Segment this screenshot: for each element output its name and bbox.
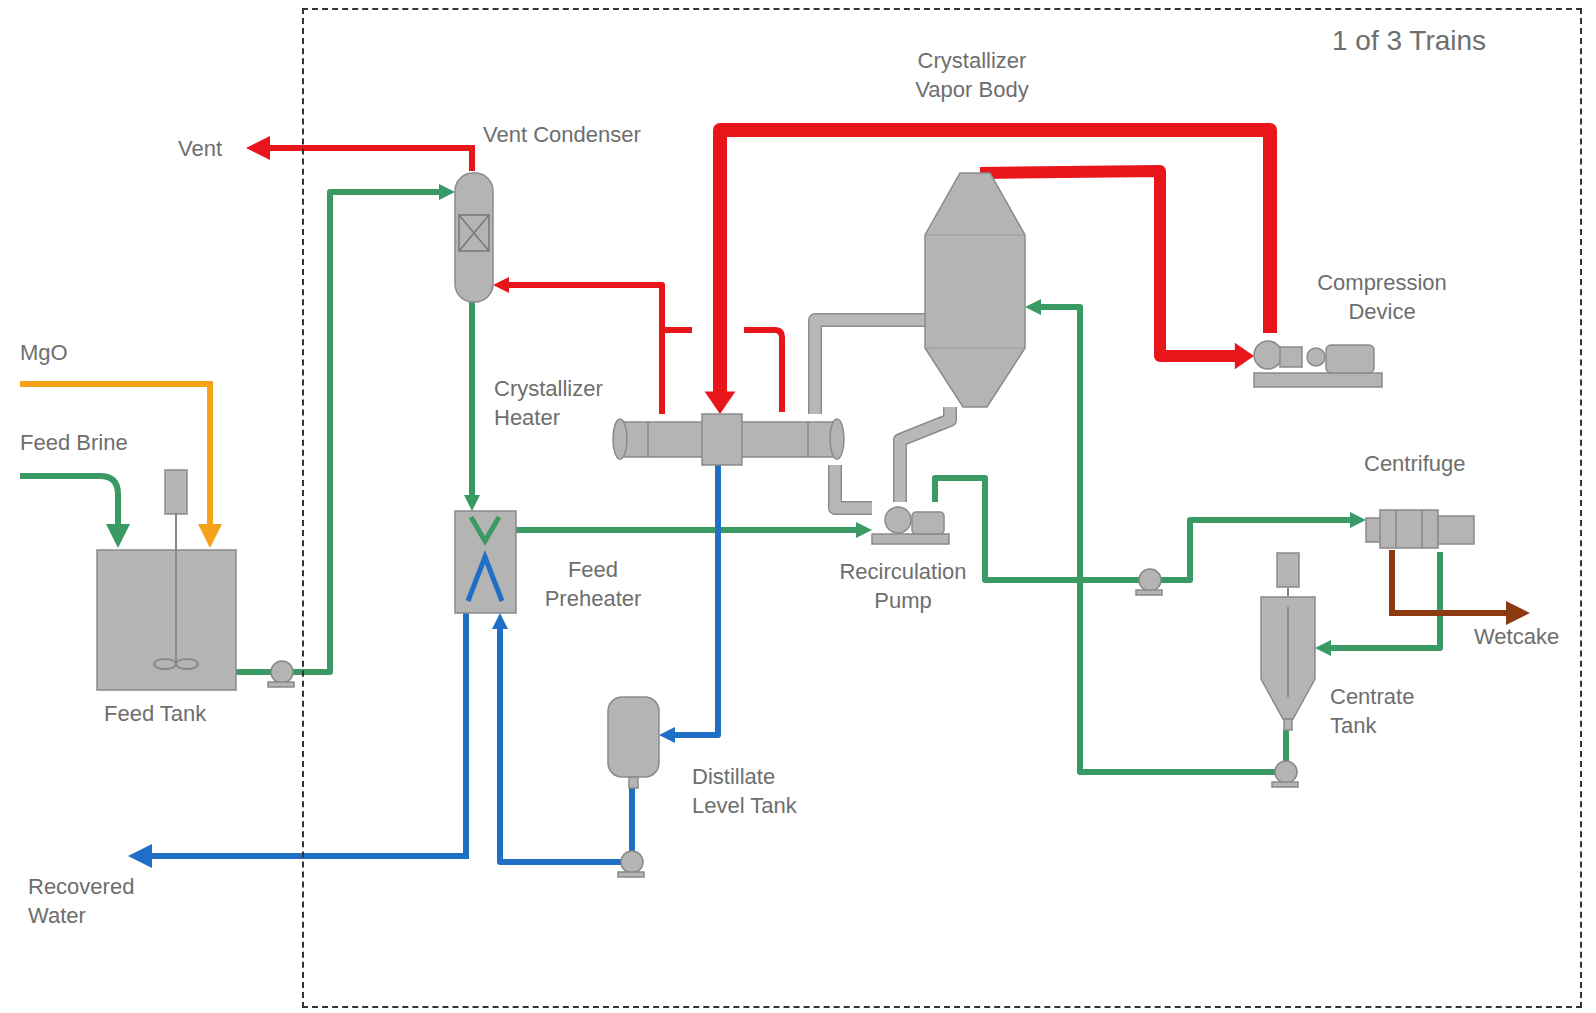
- equipment-label: Centrate Tank: [1330, 682, 1442, 740]
- wetcake-stream: [1392, 550, 1518, 613]
- equipment-label: Vent Condenser: [483, 120, 641, 149]
- pipe-connector: [236, 184, 455, 672]
- centrate-tank: Centrate Tank: [1261, 597, 1315, 730]
- equipment-label: Crystallizer Heater: [494, 374, 630, 432]
- equipment-shape: [608, 697, 659, 788]
- centrifuge: Centrifuge: [1366, 506, 1478, 552]
- equipment-shape: [925, 173, 1025, 407]
- mgo-stream: [20, 384, 210, 536]
- pipe-line: [669, 465, 718, 735]
- equipment-shape: [455, 511, 516, 613]
- train-boundary: 1 of 3 TrainsVent CondenserCrystallizer …: [302, 8, 1582, 1008]
- arrow-head: [705, 392, 736, 414]
- pipe-connector: [659, 465, 718, 743]
- stream-label: Recovered Water: [28, 872, 158, 930]
- stream-label: Feed Brine: [20, 428, 128, 457]
- equipment-label: Compression Device: [1300, 268, 1464, 326]
- equipment-label: Centrifuge: [1364, 449, 1466, 478]
- pipe-connector: [835, 465, 872, 508]
- feed-brine-stream: [20, 476, 118, 536]
- equipment-shape: [1261, 597, 1315, 730]
- vapor-body: Crystallizer Vapor Body: [925, 173, 1025, 407]
- vent-stream: [258, 148, 472, 171]
- equipment-label: Distillate Level Tank: [692, 762, 824, 820]
- pipe-connector: [516, 522, 872, 538]
- pipe-line: [815, 320, 925, 414]
- pump-symbol: [1136, 569, 1162, 595]
- pipe-line: [516, 527, 862, 533]
- pipe-line: [236, 192, 445, 672]
- vent-stub: [744, 330, 782, 412]
- pipe-connector: [1315, 552, 1440, 656]
- equipment-shape: [872, 502, 949, 544]
- stream-label: Vent: [178, 134, 222, 163]
- equipment-label: Feed Tank: [104, 699, 206, 728]
- heater: Crystallizer Heater: [608, 414, 849, 465]
- vent-condenser: Vent Condenser: [455, 173, 493, 302]
- stream-label: MgO: [20, 338, 68, 367]
- equipment-label: Feed Preheater: [530, 555, 656, 613]
- equipment-shape: [608, 414, 849, 465]
- arrow-head: [1235, 343, 1254, 369]
- feed-preheater: Feed Preheater: [455, 511, 516, 613]
- arrow-head: [659, 727, 675, 743]
- equipment-label: 1 of 3 Trains: [1332, 24, 1486, 58]
- pipe-connector: [464, 302, 480, 511]
- pipe-line: [1325, 552, 1440, 648]
- distillate-tank: Distillate Level Tank: [608, 697, 659, 788]
- equipment-shape: [1254, 333, 1382, 387]
- arrow-head: [464, 495, 480, 511]
- pipe-line: [835, 465, 872, 508]
- pump-symbol: [1272, 761, 1298, 787]
- feed-tank: Feed Tank: [97, 550, 236, 690]
- equipment-shape: [97, 550, 236, 690]
- pipe-connector: [900, 407, 950, 502]
- pipe-outline: [900, 407, 950, 502]
- pipe-connector: [935, 478, 1366, 580]
- arrow-head: [1315, 640, 1331, 656]
- stream-label: Wetcake: [1474, 622, 1559, 651]
- pump-symbol: [618, 851, 644, 877]
- arrow-head: [1350, 512, 1366, 528]
- arrow-head: [439, 184, 455, 200]
- arrow-head: [492, 613, 508, 629]
- vent-stub: [662, 327, 692, 333]
- pipe-line: [1035, 307, 1286, 772]
- equipment-shape: [1366, 506, 1478, 552]
- pipe-connector: [1025, 299, 1286, 772]
- arrow-head: [1025, 299, 1041, 315]
- pump-symbol: [268, 661, 294, 687]
- equipment-shape: [455, 173, 493, 302]
- recirculation-pump: Recirculation Pump: [872, 502, 949, 544]
- equipment-label: Recirculation Pump: [824, 557, 982, 615]
- arrow-head: [856, 522, 872, 538]
- equipment-label: Crystallizer Vapor Body: [897, 46, 1047, 104]
- arrow-head: [493, 277, 509, 293]
- pipe-line: [900, 407, 950, 502]
- pipe-outline: [835, 465, 872, 508]
- pipe-outline: [815, 320, 925, 414]
- pipe-connector: [815, 320, 925, 414]
- pipe-line: [469, 302, 475, 501]
- compressor: Compression Device: [1254, 333, 1382, 387]
- pipe-connector: [705, 130, 1270, 414]
